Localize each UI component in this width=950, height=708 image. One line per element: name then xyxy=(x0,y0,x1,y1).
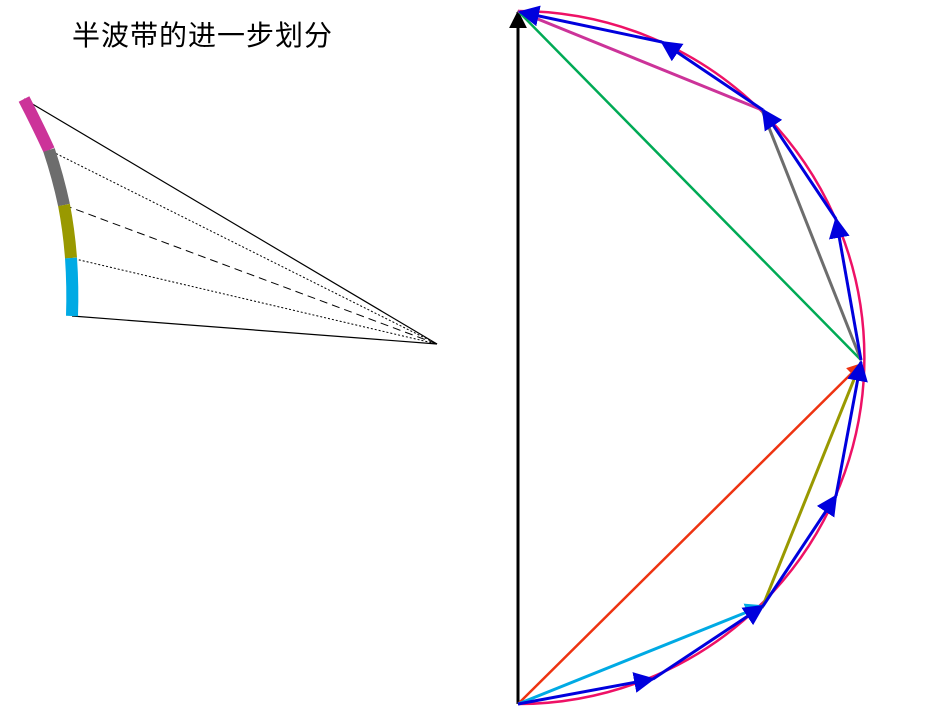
chord-vector-5 xyxy=(828,216,863,361)
subzone-1-resultant-line xyxy=(517,9,763,112)
chord-vector-6 xyxy=(761,108,838,220)
resultant-lower-half-arrow xyxy=(517,362,863,705)
zone-1 xyxy=(18,96,55,153)
phasor-diagram xyxy=(509,5,868,706)
ray-boundary-1 xyxy=(48,149,438,345)
ray-boundary-3 xyxy=(70,257,438,345)
ray-top xyxy=(23,98,438,345)
diagram-title: 半波带的进一步划分 xyxy=(72,19,334,52)
ray-boundary-2 xyxy=(63,204,438,345)
chord-vector-3 xyxy=(761,494,838,607)
subzone-3-resultant-line xyxy=(760,361,863,609)
subzone-4-resultant-arrow xyxy=(517,603,764,706)
zone-2 xyxy=(43,148,70,207)
chord-vector-7 xyxy=(660,40,764,112)
chord-vector-1 xyxy=(517,672,656,706)
ray-bottom xyxy=(71,315,438,345)
zone-4 xyxy=(65,257,79,317)
chord-vector-4 xyxy=(834,359,868,497)
wavefront-group xyxy=(18,96,438,345)
subzone-2-resultant-line xyxy=(760,109,863,361)
zone-3 xyxy=(58,203,77,259)
resultant-upper-half-line xyxy=(517,10,862,361)
phasor-envelope-arc xyxy=(517,9,866,706)
chord-vector-2 xyxy=(652,604,765,681)
chord-vector-8 xyxy=(517,5,663,44)
